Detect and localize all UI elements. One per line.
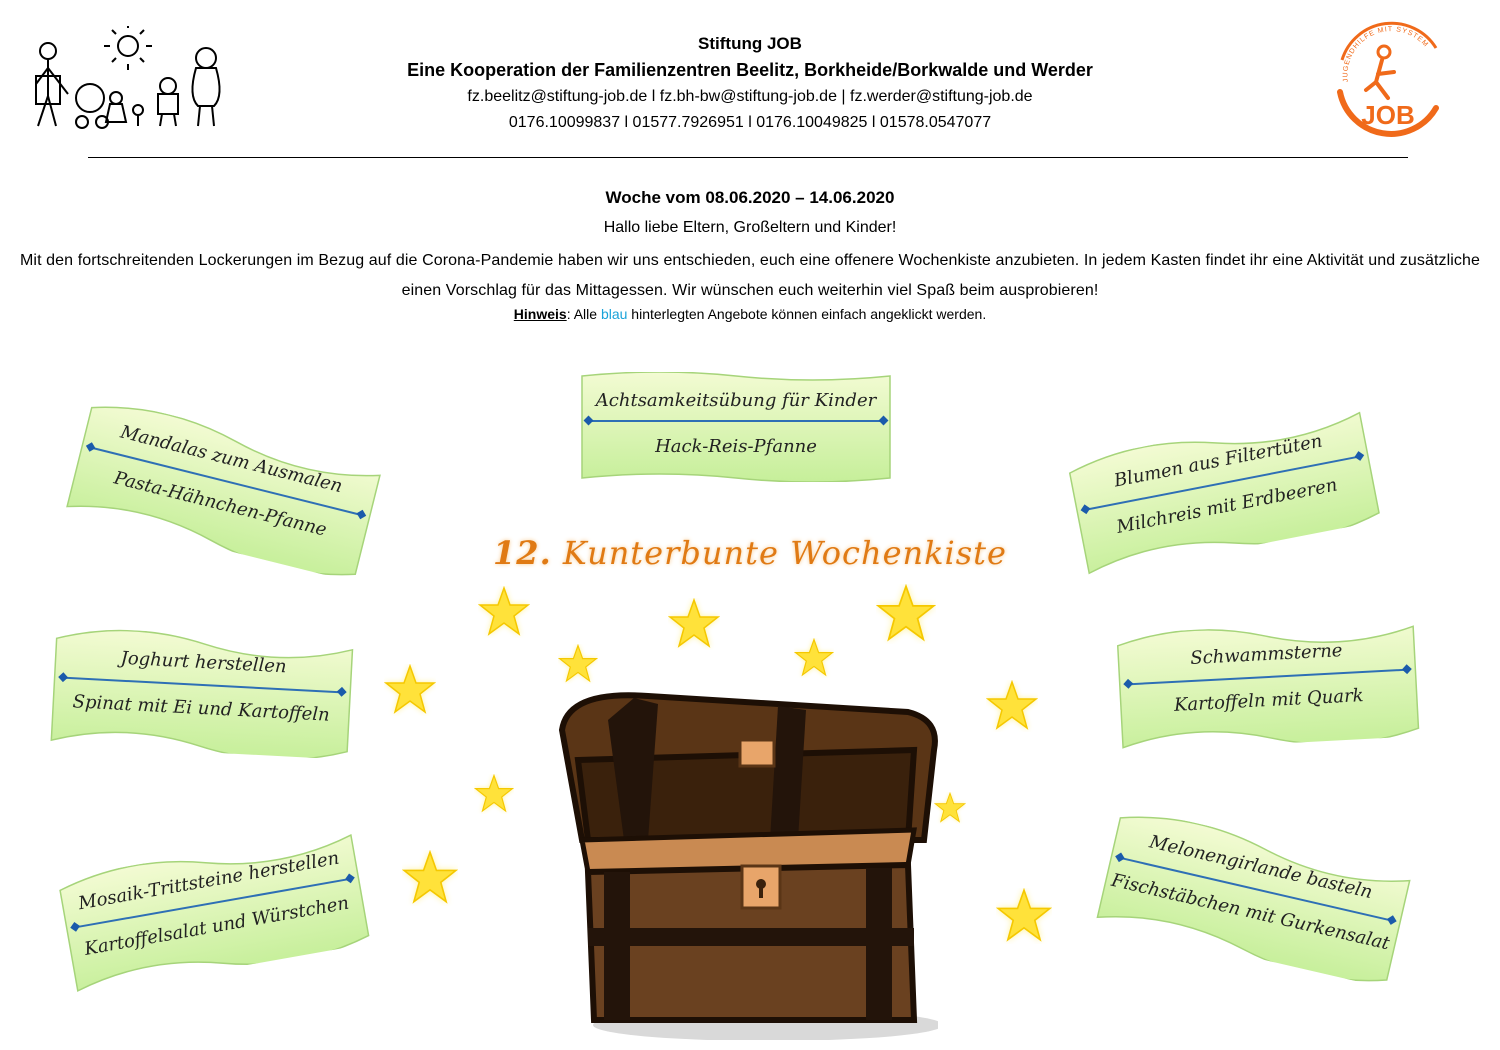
hint-label: Hinweis (513, 306, 567, 322)
kiste-title-text: Kunterbunte Wochenkiste (562, 534, 1007, 572)
hint-line: Hinweis: Alle blau hinterlegten Angebote… (0, 306, 1500, 322)
banner-shape (1096, 816, 1411, 982)
hint-pre: : Alle (566, 306, 601, 322)
banner-shape (59, 833, 370, 992)
hint-blue-word: blau (600, 306, 628, 322)
hint-post: hinterlegten Angebote können einfach ang… (627, 306, 987, 322)
banner-shape (66, 406, 381, 576)
banner-meal: Hack-Reis-Pfanne (655, 436, 817, 457)
intro-text: Mit den fortschreitenden Lockerungen im … (20, 252, 1480, 299)
cooperation-line: Eine Kooperation der Familienzentren Bee… (407, 60, 1093, 80)
week-title: Woche vom 08.06.2020 – 14.06.2020 (605, 188, 895, 207)
contact-phones: 0176.10099837 l 01577.7926951 l 0176.100… (508, 114, 992, 131)
offer-banner-1[interactable]: Achtsamkeitsübung für Kinder Hack-Reis-P… (580, 372, 892, 482)
banner-shape (1068, 411, 1380, 575)
star-icon (478, 586, 530, 636)
offer-banner-6[interactable]: Mosaik-Trittsteine herstellen Kartoffels… (56, 827, 372, 995)
offer-banner-2[interactable]: Mandalas zum Ausmalen Pasta-Hähnchen-Pfa… (64, 395, 384, 582)
treasure-chest-icon (558, 692, 938, 1040)
offer-banner-5[interactable]: Schwammsterne Kartoffeln mit Quark (1115, 618, 1421, 752)
offer-banner-3[interactable]: Blumen aus Filtertüten Milchreis mit Erd… (1065, 404, 1382, 577)
contact-emails: fz.beelitz@stiftung-job.de l fz.bh-bw@st… (467, 88, 1033, 105)
star-icon (384, 664, 436, 714)
header-divider (88, 157, 1408, 158)
banner-shape (50, 629, 354, 760)
banner-activity: Achtsamkeitsübung für Kinder (595, 390, 877, 411)
star-icon (402, 850, 458, 904)
star-icon (794, 638, 834, 677)
job-logo-icon: JUGENDHILFE MIT SYSTEM JOB (1337, 21, 1439, 137)
greeting: Hallo liebe Eltern, Großeltern und Kinde… (603, 219, 897, 236)
organization-name: Stiftung JOB (698, 34, 802, 53)
banner-shape (1116, 625, 1420, 749)
star-icon (934, 792, 966, 823)
banner-shape (581, 372, 891, 482)
star-icon (986, 680, 1038, 730)
star-icon (474, 774, 514, 813)
family-drawing-icon (35, 26, 221, 129)
star-icon (876, 584, 936, 642)
star-icon (996, 888, 1052, 942)
kiste-number: 12. (493, 534, 552, 572)
kiste-title: 12. Kunterbunte Wochenkiste (490, 534, 1010, 572)
offer-banner-4[interactable]: Joghurt herstellen Spinat mit Ei und Kar… (49, 626, 355, 760)
star-icon (668, 598, 720, 648)
offer-banner-7[interactable]: Melonengirlande basteln Fischstäbchen mi… (1095, 806, 1414, 988)
star-icon (558, 644, 598, 683)
logo-text: JOB (1361, 100, 1414, 130)
banner-divider (588, 420, 884, 422)
letterhead: Stiftung JOB Eine Kooperation der Famili… (0, 0, 1500, 160)
